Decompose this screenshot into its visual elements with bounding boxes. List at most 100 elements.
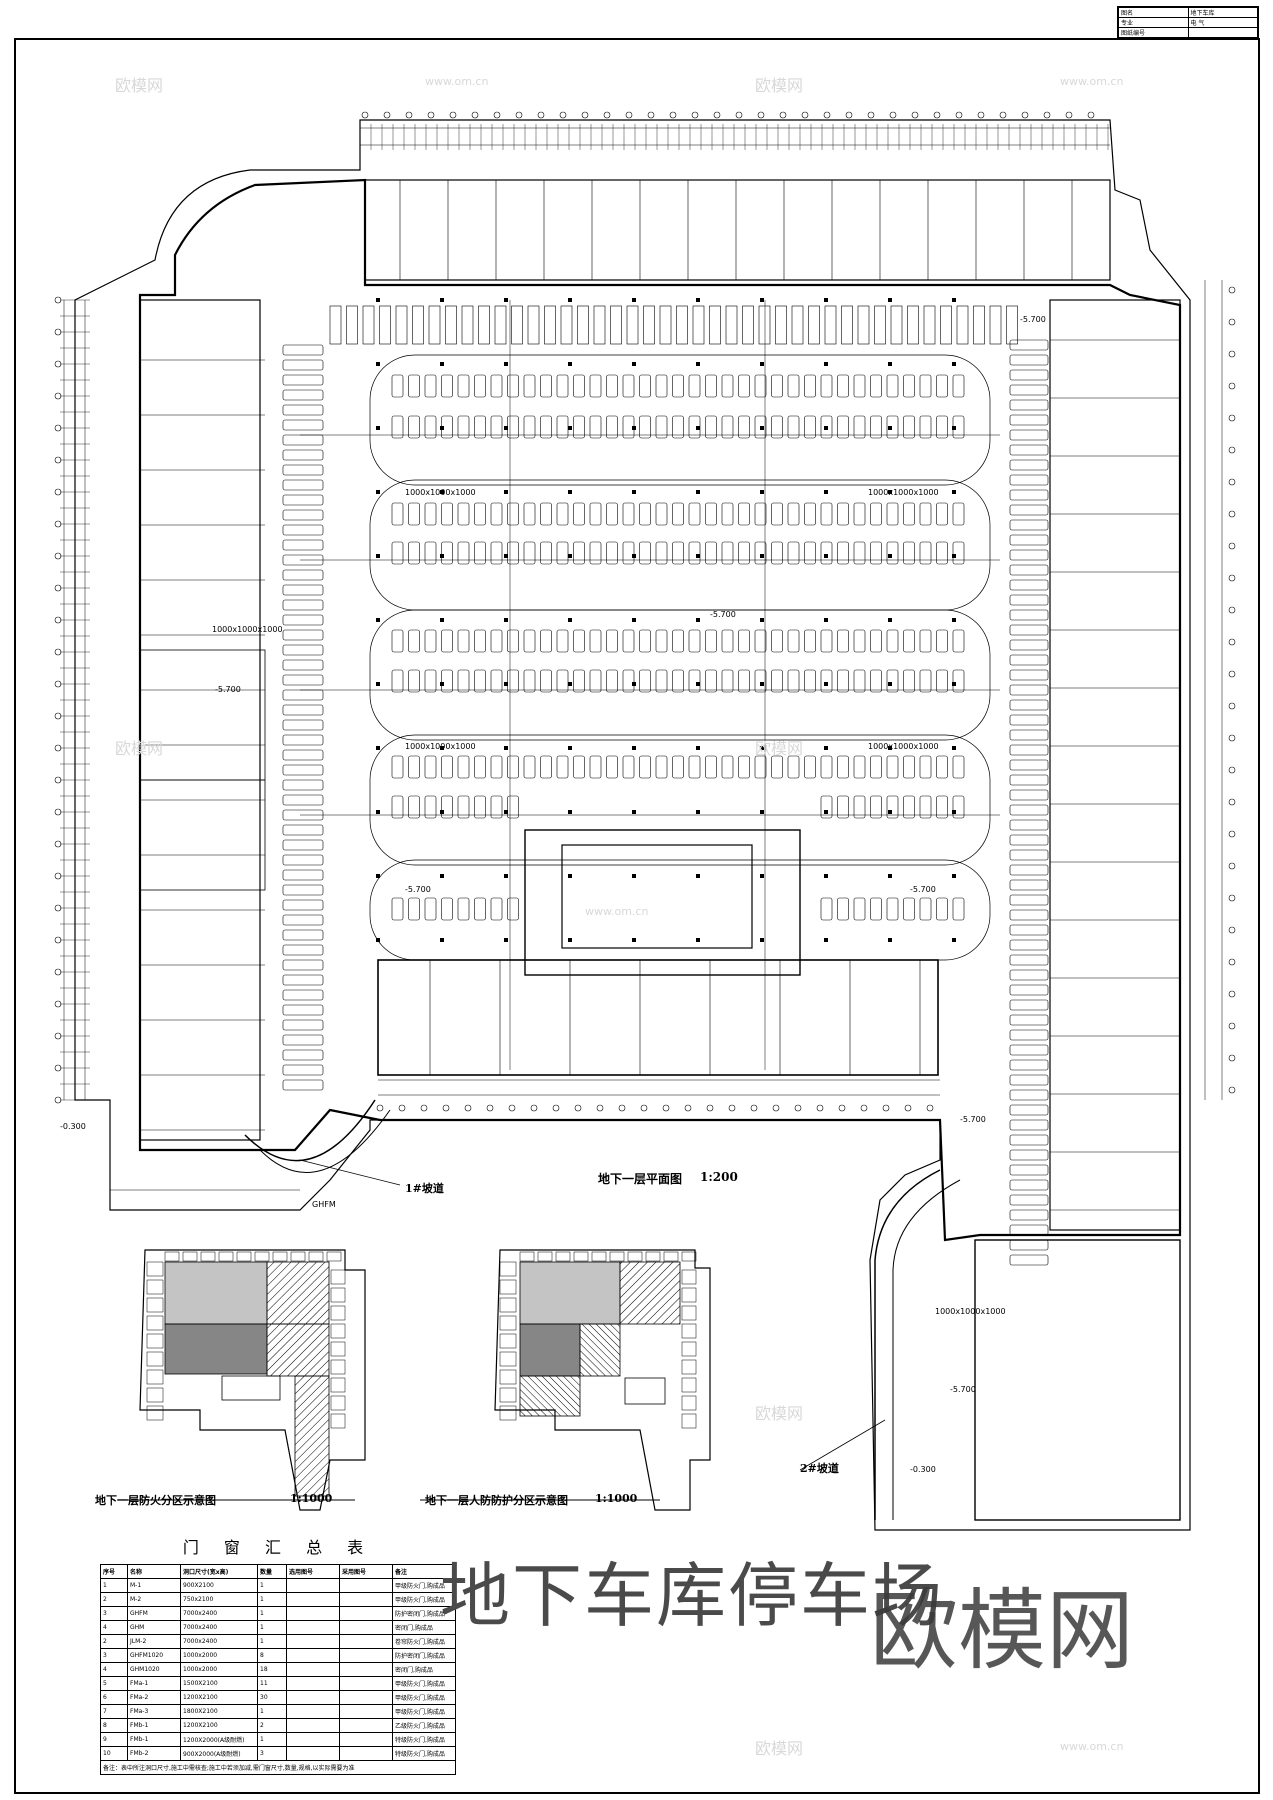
schedule-cell: 2: [100, 1634, 128, 1649]
parking-stall: [738, 755, 750, 779]
parking-stall: [556, 669, 569, 693]
parking-stall: [886, 415, 899, 439]
parking-stall: [1009, 1089, 1049, 1101]
parking-stall: [1009, 1149, 1049, 1161]
axis-bubble: [647, 111, 655, 119]
diagram-room: [254, 1251, 270, 1262]
axis-bubble: [1228, 926, 1236, 934]
schedule-cell: 6: [100, 1690, 128, 1705]
parking-stall: [754, 629, 767, 653]
axis-bubble: [1087, 111, 1095, 119]
schedule-cell: [339, 1732, 393, 1747]
structural-column: [824, 426, 828, 430]
parking-stall: [282, 1064, 324, 1076]
structural-column: [376, 298, 380, 302]
parking-stall: [787, 415, 800, 439]
parking-stall: [1009, 519, 1049, 531]
structural-column: [952, 554, 956, 558]
diagram-room: [330, 1395, 346, 1411]
axis-bubble: [816, 1104, 824, 1112]
structural-column: [504, 298, 508, 302]
parking-stall: [282, 659, 324, 671]
diagram-room: [499, 1297, 517, 1313]
parking-stall: [936, 415, 948, 439]
parking-stall: [1009, 1239, 1049, 1251]
structural-column: [760, 682, 764, 686]
watermark-brand-large: 欧模网: [870, 1579, 1135, 1682]
parking-stall: [282, 1004, 324, 1016]
axis-bubble: [772, 1104, 780, 1112]
diagram-room: [591, 1251, 607, 1262]
title-block-value: [1187, 27, 1258, 38]
parking-stall: [507, 795, 519, 819]
parking-stall: [721, 374, 734, 398]
schedule-cell: 3: [100, 1648, 128, 1663]
parking-stall: [282, 419, 324, 431]
structural-column: [504, 554, 508, 558]
structural-column: [952, 746, 956, 750]
parking-stall: [672, 374, 684, 398]
parking-stall: [1009, 1179, 1049, 1191]
parking-stall: [494, 305, 507, 345]
parking-stall: [721, 415, 734, 439]
schedule-cell: [286, 1718, 340, 1733]
axis-bubble: [449, 111, 457, 119]
parking-stall: [329, 305, 342, 345]
parking-stall: [820, 755, 833, 779]
schedule-cell: 1: [100, 1578, 128, 1593]
parking-stall: [457, 541, 470, 565]
axis-bubble: [1043, 111, 1051, 119]
parking-stall: [886, 897, 899, 921]
parking-stall: [804, 669, 816, 693]
schedule-cell: [339, 1648, 393, 1663]
schedule-cell: 1500X2100: [180, 1676, 258, 1691]
parking-stall: [841, 305, 853, 345]
parking-stall: [1009, 504, 1049, 516]
schedule-cell: 1800X2100: [180, 1704, 258, 1719]
parking-stall: [507, 669, 519, 693]
parking-stall: [771, 629, 783, 653]
parking-stall: [787, 502, 800, 526]
structural-column: [888, 298, 892, 302]
opening-label: 1000x1000x1000: [212, 625, 283, 634]
parking-stall: [1009, 399, 1049, 411]
parking-stall: [870, 502, 882, 526]
schedule-cell: 1000x2000: [180, 1648, 258, 1663]
structural-column: [888, 490, 892, 494]
parking-stall: [705, 669, 717, 693]
parking-stall: [474, 415, 486, 439]
parking-stall: [804, 374, 816, 398]
structural-column: [824, 874, 828, 878]
parking-stall: [606, 755, 618, 779]
axis-bubble: [537, 111, 545, 119]
parking-stall: [886, 795, 899, 819]
parking-stall: [804, 629, 816, 653]
parking-stall: [787, 629, 800, 653]
parking-stall: [556, 374, 569, 398]
schedule-header: 序号: [100, 1564, 128, 1579]
diagram-room: [330, 1341, 346, 1357]
parking-stall: [408, 669, 420, 693]
diagram-room: [573, 1251, 589, 1262]
parking-stall: [282, 344, 324, 356]
axis-bubble: [735, 111, 743, 119]
parking-stall: [1009, 639, 1049, 651]
schedule-cell: [339, 1662, 393, 1677]
structural-column: [696, 554, 700, 558]
parking-stall: [1009, 489, 1049, 501]
parking-stall: [853, 755, 866, 779]
parking-stall: [412, 305, 424, 345]
parking-stall: [1009, 564, 1049, 576]
parking-stall: [952, 669, 965, 693]
schedule-cell: 900X2100: [180, 1578, 258, 1593]
parking-stall: [606, 415, 618, 439]
parking-stall: [282, 899, 324, 911]
axis-bubble: [684, 1104, 692, 1112]
schedule-cell: [339, 1606, 393, 1621]
parking-stall: [622, 502, 635, 526]
schedule-cell: 7000x2400: [180, 1634, 258, 1649]
parking-stall: [903, 415, 915, 439]
parking-stall: [282, 1079, 324, 1091]
watermark-brand: 欧模网: [115, 76, 164, 95]
schedule-cell: 7000x2400: [180, 1620, 258, 1635]
